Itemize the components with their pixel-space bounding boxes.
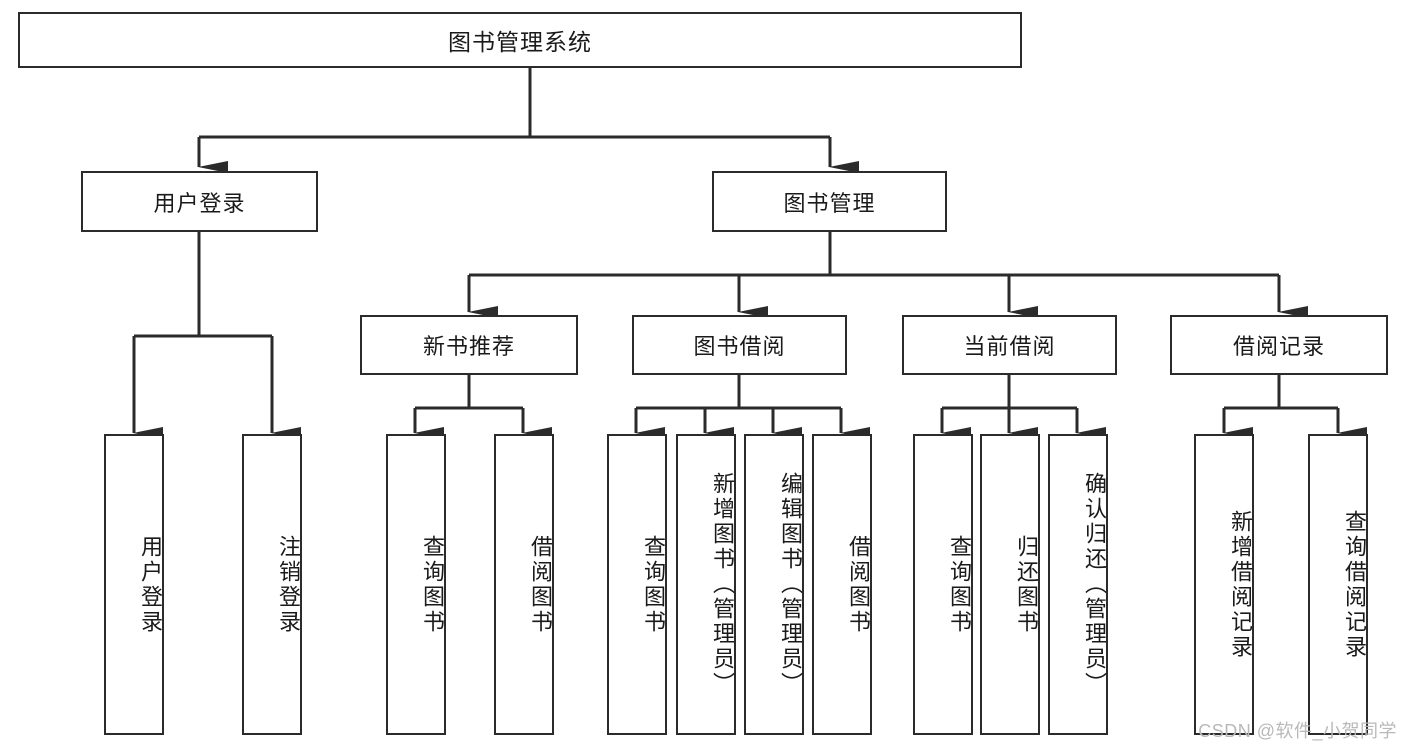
node-new-book-recommend[interactable]: 新书推荐 <box>360 315 578 375</box>
leaf-borrow-book[interactable]: 借阅图书 <box>812 434 872 735</box>
leaf-logout[interactable]: 注销登录 <box>242 434 302 735</box>
node-book-management[interactable]: 图书管理 <box>712 171 947 232</box>
leaf-return-book[interactable]: 归还图书 <box>980 434 1040 735</box>
leaf-query-book-recommend[interactable]: 查询图书 <box>386 434 446 735</box>
node-label: 图书管理 <box>783 190 876 216</box>
node-label: 借阅记录 <box>1232 334 1325 359</box>
node-label: 查询图书 <box>947 534 972 635</box>
node-label: 图书管理系统 <box>448 29 592 55</box>
node-label: 查询图书 <box>641 534 666 635</box>
node-label: 查询图书 <box>420 534 445 635</box>
leaf-borrow-book-recommend[interactable]: 借阅图书 <box>494 434 554 735</box>
node-label: 借阅图书 <box>846 534 871 635</box>
leaf-query-book-borrow[interactable]: 查询图书 <box>607 434 667 735</box>
leaf-edit-book-admin[interactable]: 编辑图书（管理员） <box>744 434 804 735</box>
node-current-borrow[interactable]: 当前借阅 <box>902 315 1117 375</box>
leaf-user-login[interactable]: 用户登录 <box>104 434 164 735</box>
node-label: 当前借阅 <box>963 334 1056 359</box>
node-label: 新增图书（管理员） <box>710 472 735 697</box>
leaf-add-book-admin[interactable]: 新增图书（管理员） <box>676 434 736 735</box>
node-user-login[interactable]: 用户登录 <box>81 171 318 232</box>
node-label: 用户登录 <box>138 534 163 635</box>
node-label: 查询借阅记录 <box>1342 509 1367 660</box>
node-label: 新增借阅记录 <box>1228 509 1253 660</box>
watermark-text: CSDN @软件_小贺同学 <box>1198 721 1397 741</box>
leaf-query-borrow-record[interactable]: 查询借阅记录 <box>1308 434 1368 735</box>
node-book-borrow[interactable]: 图书借阅 <box>632 315 847 375</box>
leaf-query-book-current[interactable]: 查询图书 <box>913 434 973 735</box>
node-label: 新书推荐 <box>422 334 515 359</box>
node-label: 确认归还（管理员） <box>1082 472 1107 697</box>
node-label: 归还图书 <box>1014 534 1039 635</box>
leaf-add-borrow-record[interactable]: 新增借阅记录 <box>1194 434 1254 735</box>
node-label: 注销登录 <box>276 534 301 635</box>
node-label: 用户登录 <box>153 190 246 216</box>
leaf-confirm-return-admin[interactable]: 确认归还（管理员） <box>1048 434 1108 735</box>
node-label: 借阅图书 <box>528 534 553 635</box>
node-borrow-record[interactable]: 借阅记录 <box>1170 315 1388 375</box>
node-root-system[interactable]: 图书管理系统 <box>18 12 1022 68</box>
node-label: 编辑图书（管理员） <box>778 472 803 697</box>
node-label: 图书借阅 <box>693 334 786 359</box>
